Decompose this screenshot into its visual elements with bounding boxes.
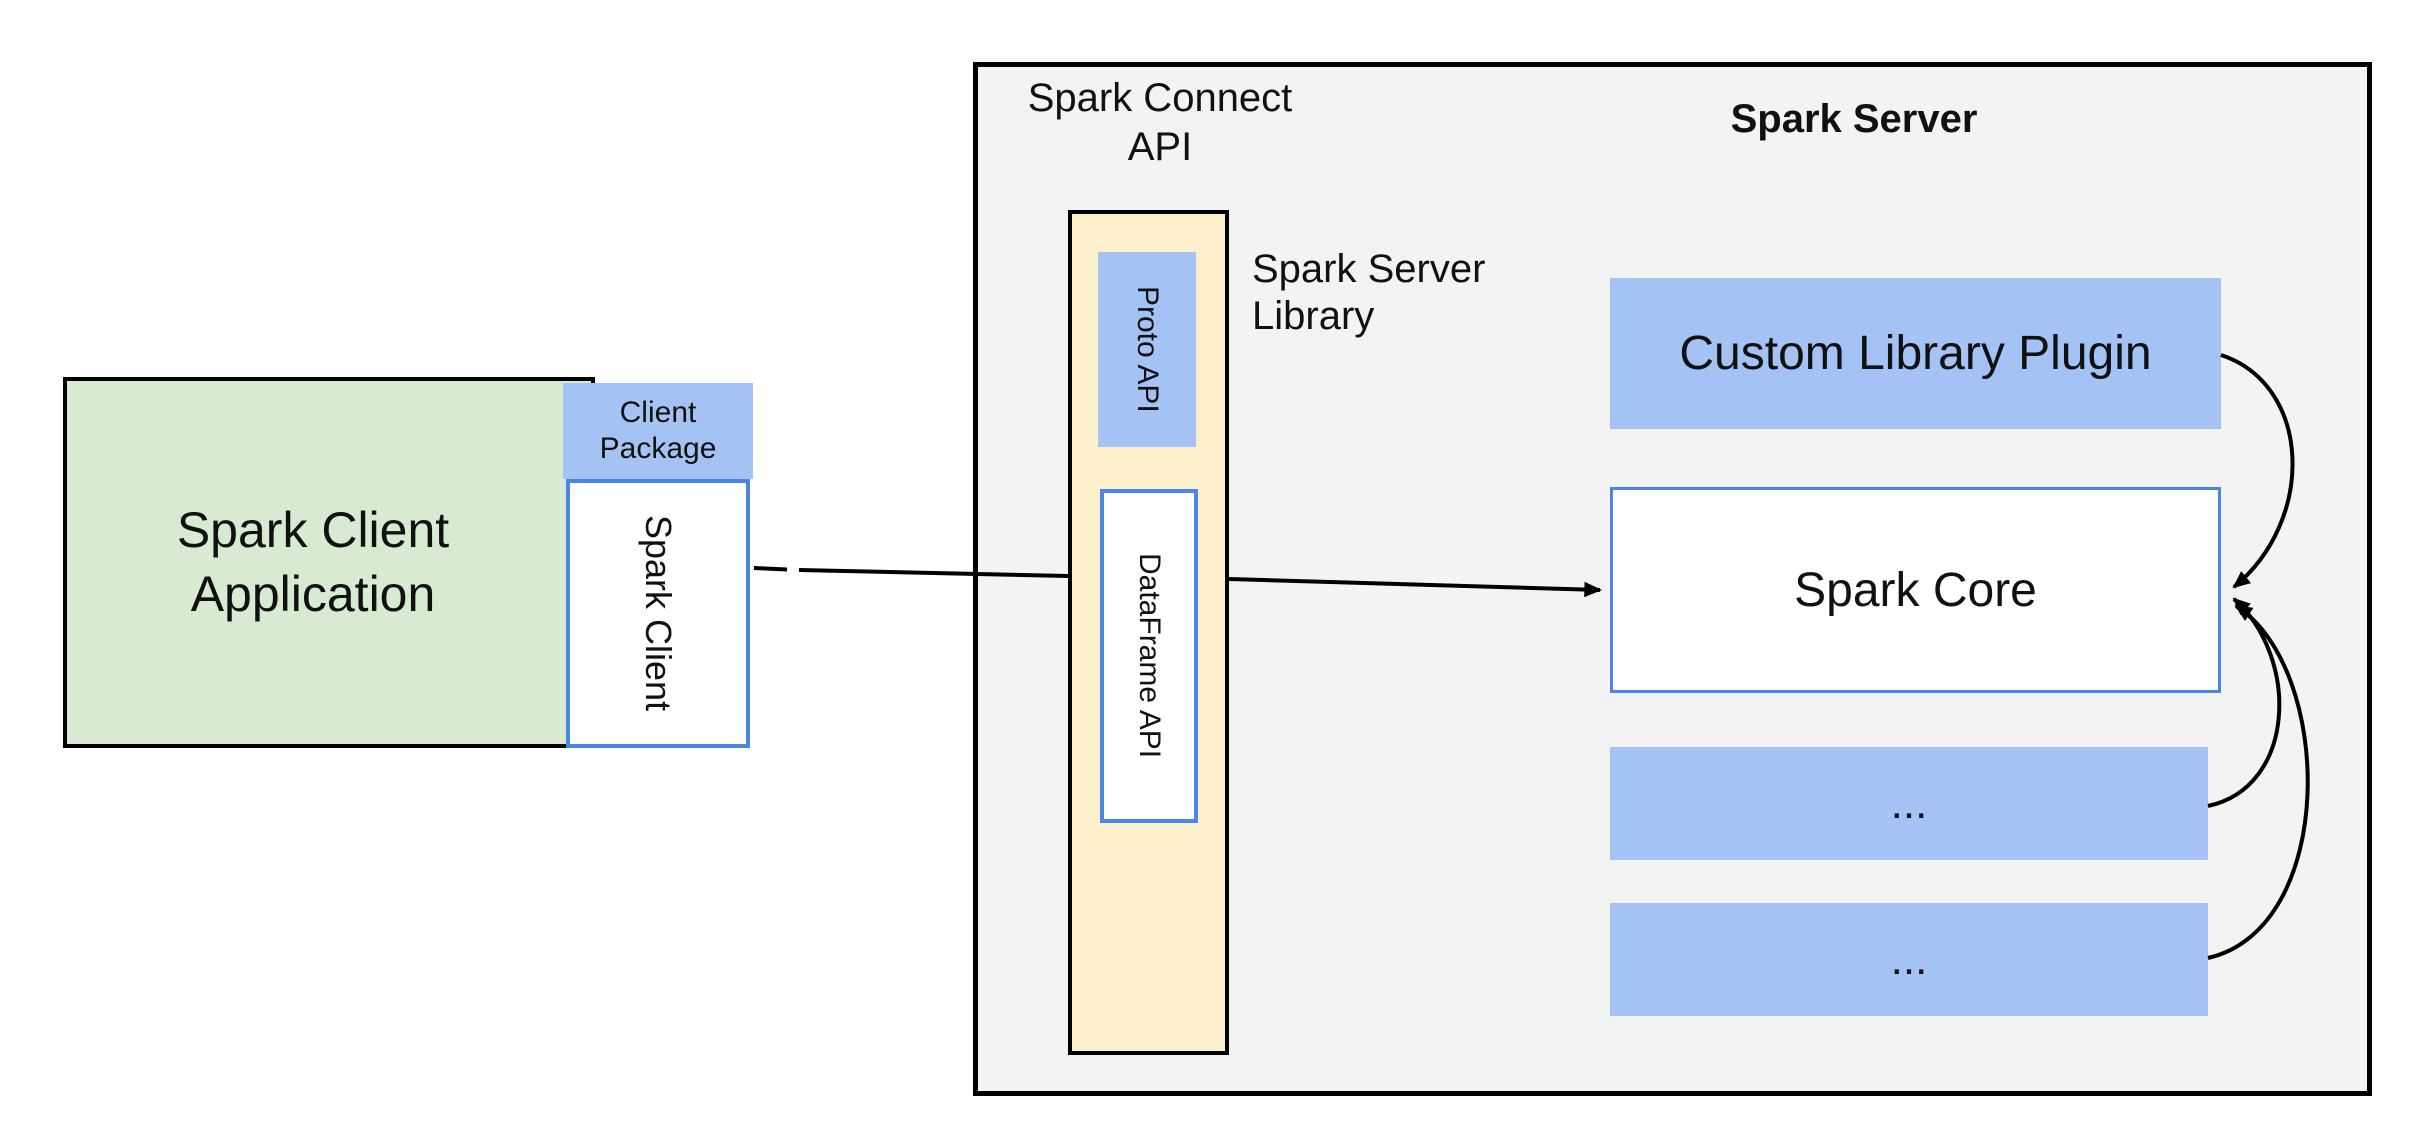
spark-client-label: Spark Client [638,515,679,712]
client-package-label-line1: Client [619,396,697,429]
client-to-connect-line-start [753,566,788,572]
spark-client-box: Spark Client [566,479,750,748]
server-module-box-1: ... [1610,747,2208,860]
proto-api-label: Proto API [1131,286,1164,413]
spark-client-application-box [63,377,595,748]
custom-library-plugin-label: Custom Library Plugin [1679,327,2152,380]
custom-library-plugin-box: Custom Library Plugin [1610,278,2221,429]
spark-server-title: Spark Server [1730,97,1978,141]
server-module-box-2: ... [1610,903,2208,1016]
spark-connect-api-title-line2: API [1127,125,1193,169]
spark-core-label: Spark Core [1794,563,2037,617]
dataframe-api-label: DataFrame API [1133,553,1166,759]
spark-server-library-label-line1: Spark Server [1252,247,1486,291]
spark-client-application-label-line1: Spark Client [176,502,450,558]
spark-server-library-label: Spark Server Library [1252,246,1672,340]
server-module-box-1-label: ... [1890,778,1928,828]
spark-core-box: Spark Core [1610,487,2221,693]
proto-api-box: Proto API [1098,252,1196,447]
server-module-box-2-label: ... [1890,934,1928,984]
spark-client-application-label: Spark Client Application [63,498,563,626]
spark-connect-api-title: Spark Connect API [960,74,1360,172]
client-package-box: Client Package [563,383,753,479]
spark-server-library-label-line2: Library [1252,294,1375,338]
spark-connect-api-title-line1: Spark Connect [1027,76,1293,120]
client-package-label-line2: Package [599,432,717,465]
spark-client-application-label-line2: Application [190,566,436,622]
dataframe-api-box: DataFrame API [1100,489,1198,823]
